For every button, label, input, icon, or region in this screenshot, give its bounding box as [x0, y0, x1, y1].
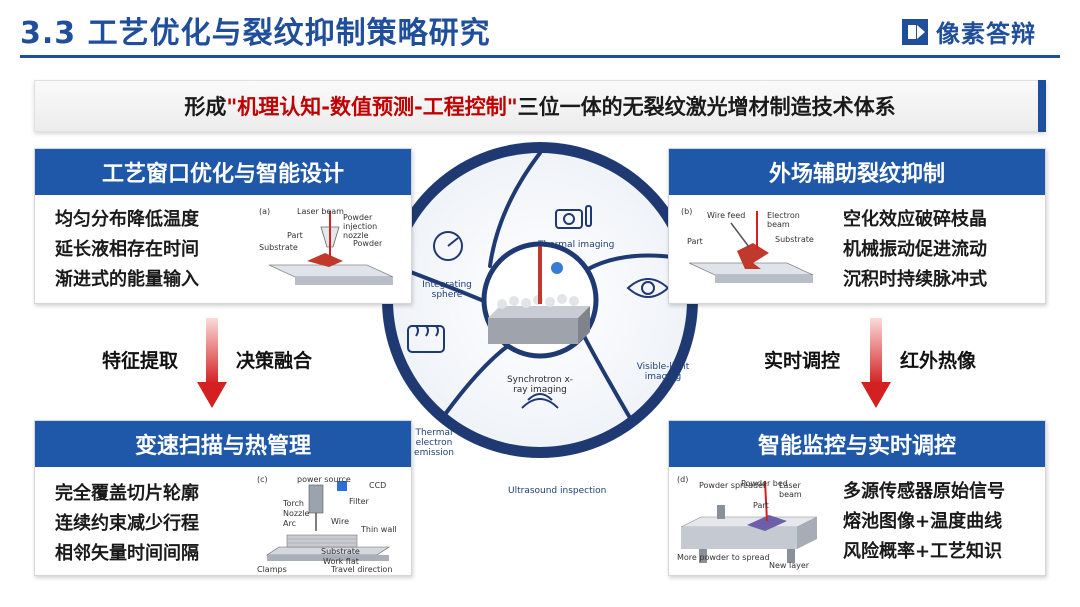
figure-label: Part [687, 237, 703, 246]
banner-highlight: "机理认知-数值预测-工程控制" [226, 95, 518, 119]
waam-illustration [266, 481, 390, 561]
ded-nozzle-figure: (a) Laser beam Powder injection nozzle P… [259, 207, 399, 295]
figure-label: Wire [331, 517, 349, 526]
figure-tag: (b) [681, 207, 693, 216]
figure-label: Part [287, 231, 303, 240]
figure-label: Clamps [257, 565, 287, 574]
panel-smart-monitoring: 智能监控与实时调控 (d) Powder spreader Powder bed… [668, 420, 1046, 576]
figure-tag: (c) [257, 475, 268, 484]
figure-label: Powder injection nozzle [343, 213, 378, 240]
hub-label-center: Synchrotron x-ray imaging [506, 375, 574, 395]
panel-lines: 均匀分布降低温度 延长液相存在时间 渐进式的能量输入 [55, 205, 199, 295]
figure-label: Filter [349, 497, 369, 506]
hub-label-integrating-sphere: Integrating sphere [422, 280, 472, 300]
figure-label: Laser beam [779, 481, 802, 499]
wire-feed-illustration [688, 211, 814, 283]
panel-line: 均匀分布降低温度 [55, 209, 199, 230]
figure-label: Thin wall [361, 525, 397, 534]
down-arrow-icon [197, 318, 227, 408]
panel-title: 变速扫描与热管理 [35, 421, 411, 467]
banner-accent-bar [1038, 80, 1046, 132]
figure-label: Powder bed [741, 479, 788, 488]
figure-label: power source [297, 475, 351, 484]
panel-line: 相邻矢量时间间隔 [55, 543, 199, 564]
figure-label: Travel direction [331, 565, 393, 574]
title-divider [20, 55, 1060, 58]
logo-text: 像素答辩 [936, 20, 1036, 48]
panel-line: 机械振动促进流动 [843, 239, 987, 260]
flow-label-realtime-control: 实时调控 [764, 350, 841, 372]
figure-label: Torch [283, 499, 305, 508]
figure-label: CCD [369, 481, 387, 490]
figure-label: Wire feed [707, 211, 746, 220]
flow-label-infrared-thermal: 红外热像 [900, 350, 977, 372]
figure-label: Nozzle [283, 509, 310, 518]
panel-field-assisted: 外场辅助裂纹抑制 (b) Wire feed Electron beam Par… [668, 148, 1046, 304]
monitoring-hub-diagram [382, 142, 698, 458]
panel-line: 熔池图像+温度曲线 [843, 511, 1003, 532]
panel-lines: 多源传感器原始信号 熔池图像+温度曲线 风险概率+工艺知识 [843, 477, 1005, 567]
pbf-illustration [680, 480, 818, 563]
figure-label: Powder spreader [699, 481, 767, 490]
logo-icon [902, 18, 928, 45]
panel-line: 多源传感器原始信号 [843, 481, 1005, 502]
figure-tag: (a) [259, 207, 271, 216]
figure-label: Laser beam [297, 207, 344, 216]
figure-label: Arc [283, 519, 296, 528]
figure-label: Electron beam [767, 211, 800, 229]
summary-banner: 形成"机理认知-数值预测-工程控制"三位一体的无裂纹激光增材制造技术体系 [34, 80, 1046, 132]
hub-label-thermal-electron-emission: Thermal electron emission [414, 428, 454, 458]
waam-figure: (c) power source CCD Torch Filter Nozzle… [257, 475, 397, 575]
panel-title: 工艺窗口优化与智能设计 [35, 149, 411, 195]
panel-line: 连续约束减少行程 [55, 513, 199, 534]
page-title: 3.3 工艺优化与裂纹抑制策略研究 [20, 16, 491, 51]
panel-lines: 完全覆盖切片轮廓 连续约束减少行程 相邻矢量时间间隔 [55, 479, 199, 569]
hub-label-visible-light-imaging: Visible-light imaging [636, 362, 690, 382]
figure-label: More powder to spread [677, 553, 770, 562]
panel-variable-scan: 变速扫描与热管理 完全覆盖切片轮廓 连续约束减少行程 相邻矢量时间间隔 (c) … [34, 420, 412, 576]
figure-label: New layer [769, 561, 810, 570]
down-arrow-icon [861, 318, 891, 408]
figure-label: Work flat [323, 557, 359, 566]
flow-label-decision-fusion: 决策融合 [236, 350, 313, 372]
wire-feed-figure: (b) Wire feed Electron beam Part Substra… [681, 207, 821, 295]
hub-label-ultrasound-inspection: Ultrasound inspection [508, 486, 607, 496]
panel-line: 风险概率+工艺知识 [843, 541, 1003, 562]
panel-line: 延长液相存在时间 [55, 239, 199, 260]
panel-line: 沉积时持续脉冲式 [843, 269, 987, 290]
figure-label: Powder [353, 239, 383, 248]
flow-label-feature-extraction: 特征提取 [102, 350, 179, 372]
pbf-figure: (d) Powder spreader Powder bed Laser bea… [677, 475, 818, 575]
figure-label: Substrate [775, 235, 814, 244]
figure-tag: (d) [677, 475, 689, 484]
brand-logo: 像素答辩 [900, 14, 1036, 49]
panel-line: 空化效应破碎枝晶 [843, 209, 987, 230]
panel-line: 渐进式的能量输入 [55, 269, 199, 290]
panel-process-window: 工艺窗口优化与智能设计 均匀分布降低温度 延长液相存在时间 渐进式的能量输入 (… [34, 148, 412, 304]
hub-label-thermal-imaging: Thermal imaging [538, 240, 615, 250]
figure-label: Substrate [321, 547, 360, 556]
figure-label: Part [753, 501, 769, 510]
ded-nozzle-illustration [268, 211, 394, 285]
banner-prefix: 形成 [184, 95, 227, 119]
panel-line: 完全覆盖切片轮廓 [55, 483, 199, 504]
banner-suffix: 三位一体的无裂纹激光增材制造技术体系 [517, 95, 896, 119]
panel-title: 外场辅助裂纹抑制 [669, 149, 1045, 195]
figure-label: Substrate [259, 243, 298, 252]
panel-lines: 空化效应破碎枝晶 机械振动促进流动 沉积时持续脉冲式 [843, 205, 987, 295]
panel-title: 智能监控与实时调控 [669, 421, 1045, 467]
